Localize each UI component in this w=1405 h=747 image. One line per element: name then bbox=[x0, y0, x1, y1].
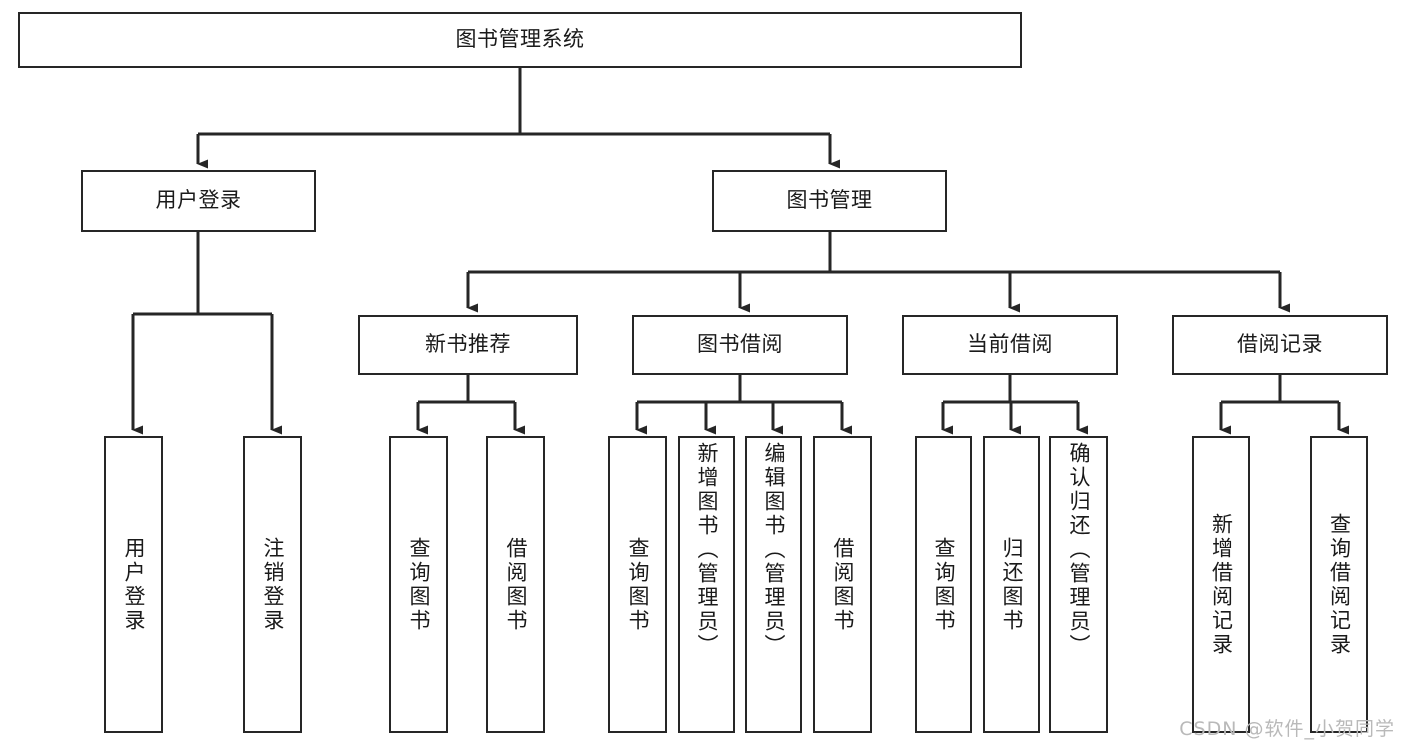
leaf-user-login-logout-label: 注销登录 bbox=[261, 536, 285, 633]
leaf-book-borrow-edit-book-admin[interactable]: 编辑图书（管理员） bbox=[745, 436, 802, 733]
node-borrow-record[interactable]: 借阅记录 bbox=[1172, 315, 1388, 375]
leaf-user-login-login[interactable]: 用户登录 bbox=[104, 436, 163, 733]
leaf-borrow-record-add-record-label: 新增借阅记录 bbox=[1209, 512, 1234, 657]
leaf-new-book-query-book[interactable]: 查询图书 bbox=[389, 436, 448, 733]
leaf-current-borrow-confirm-return-admin-label: 确认归还（管理员） bbox=[1067, 442, 1091, 658]
leaf-book-borrow-borrow-book-label: 借阅图书 bbox=[831, 536, 855, 633]
leaf-user-login-login-label: 用户登录 bbox=[122, 536, 146, 633]
node-root-book-management-system[interactable]: 图书管理系统 bbox=[18, 12, 1022, 68]
node-user-login-label: 用户登录 bbox=[155, 188, 242, 213]
node-book-management[interactable]: 图书管理 bbox=[712, 170, 947, 232]
leaf-borrow-record-query-record-label: 查询借阅记录 bbox=[1327, 512, 1352, 657]
leaf-user-login-logout[interactable]: 注销登录 bbox=[243, 436, 302, 733]
node-new-book-recommend[interactable]: 新书推荐 bbox=[358, 315, 578, 375]
node-new-book-recommend-label: 新书推荐 bbox=[425, 332, 511, 357]
leaf-current-borrow-query-book[interactable]: 查询图书 bbox=[915, 436, 972, 733]
node-book-borrow[interactable]: 图书借阅 bbox=[632, 315, 848, 375]
leaf-new-book-borrow-book-label: 借阅图书 bbox=[504, 536, 528, 633]
leaf-current-borrow-query-book-label: 查询图书 bbox=[932, 536, 956, 633]
leaf-current-borrow-return-book[interactable]: 归还图书 bbox=[983, 436, 1040, 733]
leaf-book-borrow-borrow-book[interactable]: 借阅图书 bbox=[813, 436, 872, 733]
csdn-watermark: CSDN @软件_小贺同学 bbox=[1179, 718, 1395, 740]
leaf-book-borrow-query-book-label: 查询图书 bbox=[626, 536, 650, 633]
leaf-borrow-record-query-record[interactable]: 查询借阅记录 bbox=[1310, 436, 1368, 733]
leaf-borrow-record-add-record[interactable]: 新增借阅记录 bbox=[1192, 436, 1250, 733]
node-borrow-record-label: 借阅记录 bbox=[1237, 332, 1323, 357]
node-root-label: 图书管理系统 bbox=[455, 27, 585, 52]
node-book-borrow-label: 图书借阅 bbox=[697, 332, 783, 357]
leaf-current-borrow-return-book-label: 归还图书 bbox=[1000, 536, 1024, 633]
leaf-current-borrow-confirm-return-admin[interactable]: 确认归还（管理员） bbox=[1049, 436, 1108, 733]
leaf-book-borrow-add-book-admin[interactable]: 新增图书（管理员） bbox=[678, 436, 735, 733]
leaf-book-borrow-query-book[interactable]: 查询图书 bbox=[608, 436, 667, 733]
leaf-new-book-query-book-label: 查询图书 bbox=[407, 536, 431, 633]
leaf-book-borrow-edit-book-admin-label: 编辑图书（管理员） bbox=[762, 442, 786, 658]
node-book-management-label: 图书管理 bbox=[786, 188, 873, 213]
node-current-borrow[interactable]: 当前借阅 bbox=[902, 315, 1118, 375]
node-user-login[interactable]: 用户登录 bbox=[81, 170, 316, 232]
leaf-book-borrow-add-book-admin-label: 新增图书（管理员） bbox=[695, 442, 719, 658]
node-current-borrow-label: 当前借阅 bbox=[967, 332, 1053, 357]
leaf-new-book-borrow-book[interactable]: 借阅图书 bbox=[486, 436, 545, 733]
